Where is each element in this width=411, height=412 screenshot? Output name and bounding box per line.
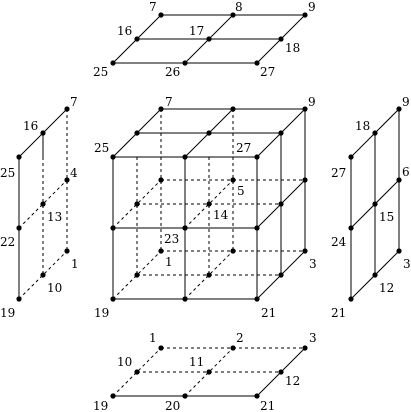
node-label: 9 (308, 95, 316, 109)
node-label: 4 (70, 166, 78, 180)
node-label: 12 (285, 374, 300, 388)
node-label: 15 (379, 210, 394, 224)
node-label: 21 (331, 306, 346, 320)
node-label: 3 (403, 257, 411, 271)
bottom-plate: 1 2 3 10 11 12 19 20 21 (93, 331, 317, 412)
node-label: 7 (70, 95, 78, 109)
node-label: 1 (149, 331, 157, 345)
node-label: 5 (237, 184, 245, 198)
node-label: 19 (0, 306, 15, 320)
node-label: 18 (285, 41, 300, 55)
node-label: 27 (236, 141, 251, 155)
node-label: 21 (261, 306, 276, 320)
cube-nodes (110, 106, 308, 302)
node-label: 24 (331, 235, 347, 249)
node-label: 18 (355, 119, 370, 133)
node-label: 8 (235, 0, 243, 14)
left-slab-nodes (16, 106, 70, 302)
node-label: 3 (309, 331, 317, 345)
right-slab: 9 18 27 6 15 24 3 12 21 (331, 95, 411, 320)
node-label: 1 (165, 255, 173, 269)
node-label: 7 (149, 0, 157, 14)
node-label: 13 (47, 210, 62, 224)
center-cube: 7 9 25 27 5 14 23 1 3 19 21 (94, 95, 317, 320)
node-label: 16 (23, 119, 38, 133)
node-label: 27 (260, 65, 275, 79)
node-label: 25 (93, 65, 108, 79)
node-label: 11 (189, 355, 204, 369)
node-label: 9 (402, 95, 410, 109)
bottom-plate-nodes (110, 345, 308, 399)
node-label: 25 (94, 141, 109, 155)
node-label: 12 (379, 281, 394, 295)
node-label: 22 (0, 235, 15, 249)
node-label: 2 (236, 331, 244, 345)
node-label: 27 (331, 166, 346, 180)
node-label: 3 (309, 257, 317, 271)
node-label: 9 (308, 0, 316, 14)
node-label: 17 (189, 24, 204, 38)
node-label: 10 (117, 355, 132, 369)
left-slab: 7 16 25 4 13 22 1 10 19 (0, 95, 79, 320)
node-label: 19 (94, 306, 109, 320)
node-label: 25 (0, 166, 15, 180)
right-slab-nodes (348, 106, 402, 302)
node-label: 16 (117, 24, 132, 38)
top-plate-nodes (110, 12, 308, 66)
node-label: 10 (47, 281, 62, 295)
top-plate: 7 8 9 16 17 18 25 26 27 (93, 0, 316, 79)
node-label: 21 (260, 399, 275, 412)
node-label: 23 (164, 232, 179, 246)
node-label: 20 (165, 399, 180, 412)
node-label: 1 (71, 257, 79, 271)
node-label: 19 (93, 399, 108, 412)
node-label: 6 (402, 165, 410, 179)
node-label: 7 (165, 95, 173, 109)
node-label: 14 (213, 208, 229, 222)
node-label: 26 (165, 65, 180, 79)
